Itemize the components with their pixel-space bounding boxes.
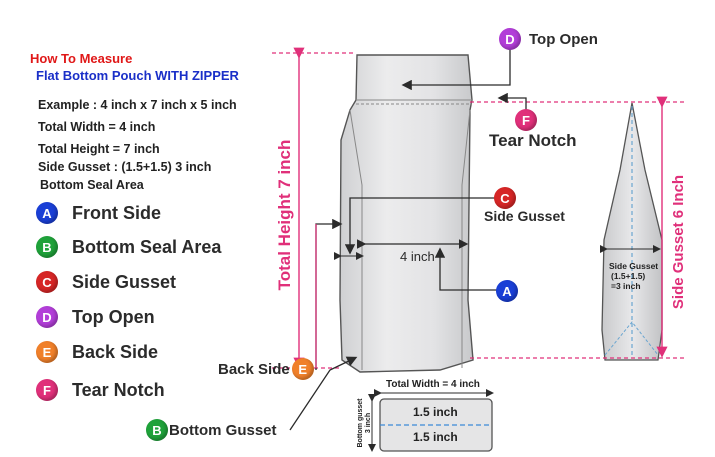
- legend-label: Tear Notch: [72, 379, 165, 400]
- width-label: 4 inch: [400, 249, 435, 264]
- callout-tear-notch-badge: F: [515, 109, 537, 131]
- letter-badge-icon: B: [146, 419, 168, 441]
- header-title: How To Measure: [30, 51, 133, 66]
- legend-item: D Top Open: [36, 304, 155, 330]
- callout-top-open: D Top Open: [499, 28, 598, 50]
- callout-front: A: [496, 280, 518, 302]
- callout-label: Top Open: [529, 30, 598, 48]
- letter-badge-icon: F: [515, 109, 537, 131]
- bottom-half-label: 1.5 inch: [413, 405, 458, 419]
- legend-item: A Front Side: [36, 200, 161, 226]
- bottom-gusset-side-label: 3 inch: [365, 412, 372, 434]
- side-gusset-height-label: Side Gusset 6 Inch: [670, 174, 687, 310]
- callout-side-gusset-badge: C: [494, 187, 516, 209]
- callout-label: Bottom Gusset: [169, 421, 277, 439]
- callout-label: Back Side: [218, 360, 290, 378]
- total-height-label: Total Height 7 inch: [275, 139, 294, 291]
- letter-badge-icon: A: [36, 202, 58, 224]
- legend-label: Front Side: [72, 202, 161, 223]
- side-view-label: Side Gusset: [609, 261, 659, 271]
- example-line: Bottom Seal Area: [40, 178, 144, 192]
- callout-back-side: Back Side E: [218, 358, 314, 380]
- example-line: Side Gusset : (1.5+1.5) 3 inch: [38, 160, 212, 174]
- side-view-label: =3 inch: [611, 281, 641, 291]
- legend-label: Back Side: [72, 341, 159, 362]
- letter-badge-icon: F: [36, 379, 58, 401]
- legend-item: B Bottom Seal Area: [36, 234, 221, 260]
- legend-label: Bottom Seal Area: [72, 236, 222, 257]
- total-width-label: Total Width = 4 inch: [386, 379, 480, 390]
- letter-badge-icon: B: [36, 236, 58, 258]
- letter-badge-icon: D: [36, 306, 58, 328]
- example-line: Example : 4 inch x 7 inch x 5 inch: [38, 98, 237, 112]
- example-line: Total Height = 7 inch: [38, 142, 160, 156]
- letter-badge-icon: D: [499, 28, 521, 50]
- legend-item: E Back Side: [36, 339, 158, 365]
- side-gusset-view: [601, 102, 663, 361]
- pouch-body: [339, 54, 474, 373]
- bottom-half-label: 1.5 inch: [413, 430, 458, 444]
- legend-item: C Side Gusset: [36, 269, 176, 295]
- legend-label: Top Open: [72, 306, 155, 327]
- letter-badge-icon: C: [36, 271, 58, 293]
- legend-item: F Tear Notch: [36, 377, 165, 403]
- callout-label: Tear Notch: [489, 131, 577, 150]
- side-view-label: (1.5+1.5): [611, 271, 646, 281]
- letter-badge-icon: E: [291, 358, 314, 380]
- header-subtitle: Flat Bottom Pouch WITH ZIPPER: [36, 68, 239, 83]
- callout-bottom-gusset: B Bottom Gusset: [146, 419, 277, 441]
- letter-badge-icon: E: [36, 341, 58, 363]
- legend-label: Side Gusset: [72, 271, 177, 292]
- letter-badge-icon: A: [496, 280, 518, 302]
- callout-label: Side Gusset: [484, 208, 565, 224]
- example-line: Total Width = 4 inch: [38, 120, 156, 134]
- letter-badge-icon: C: [494, 187, 516, 209]
